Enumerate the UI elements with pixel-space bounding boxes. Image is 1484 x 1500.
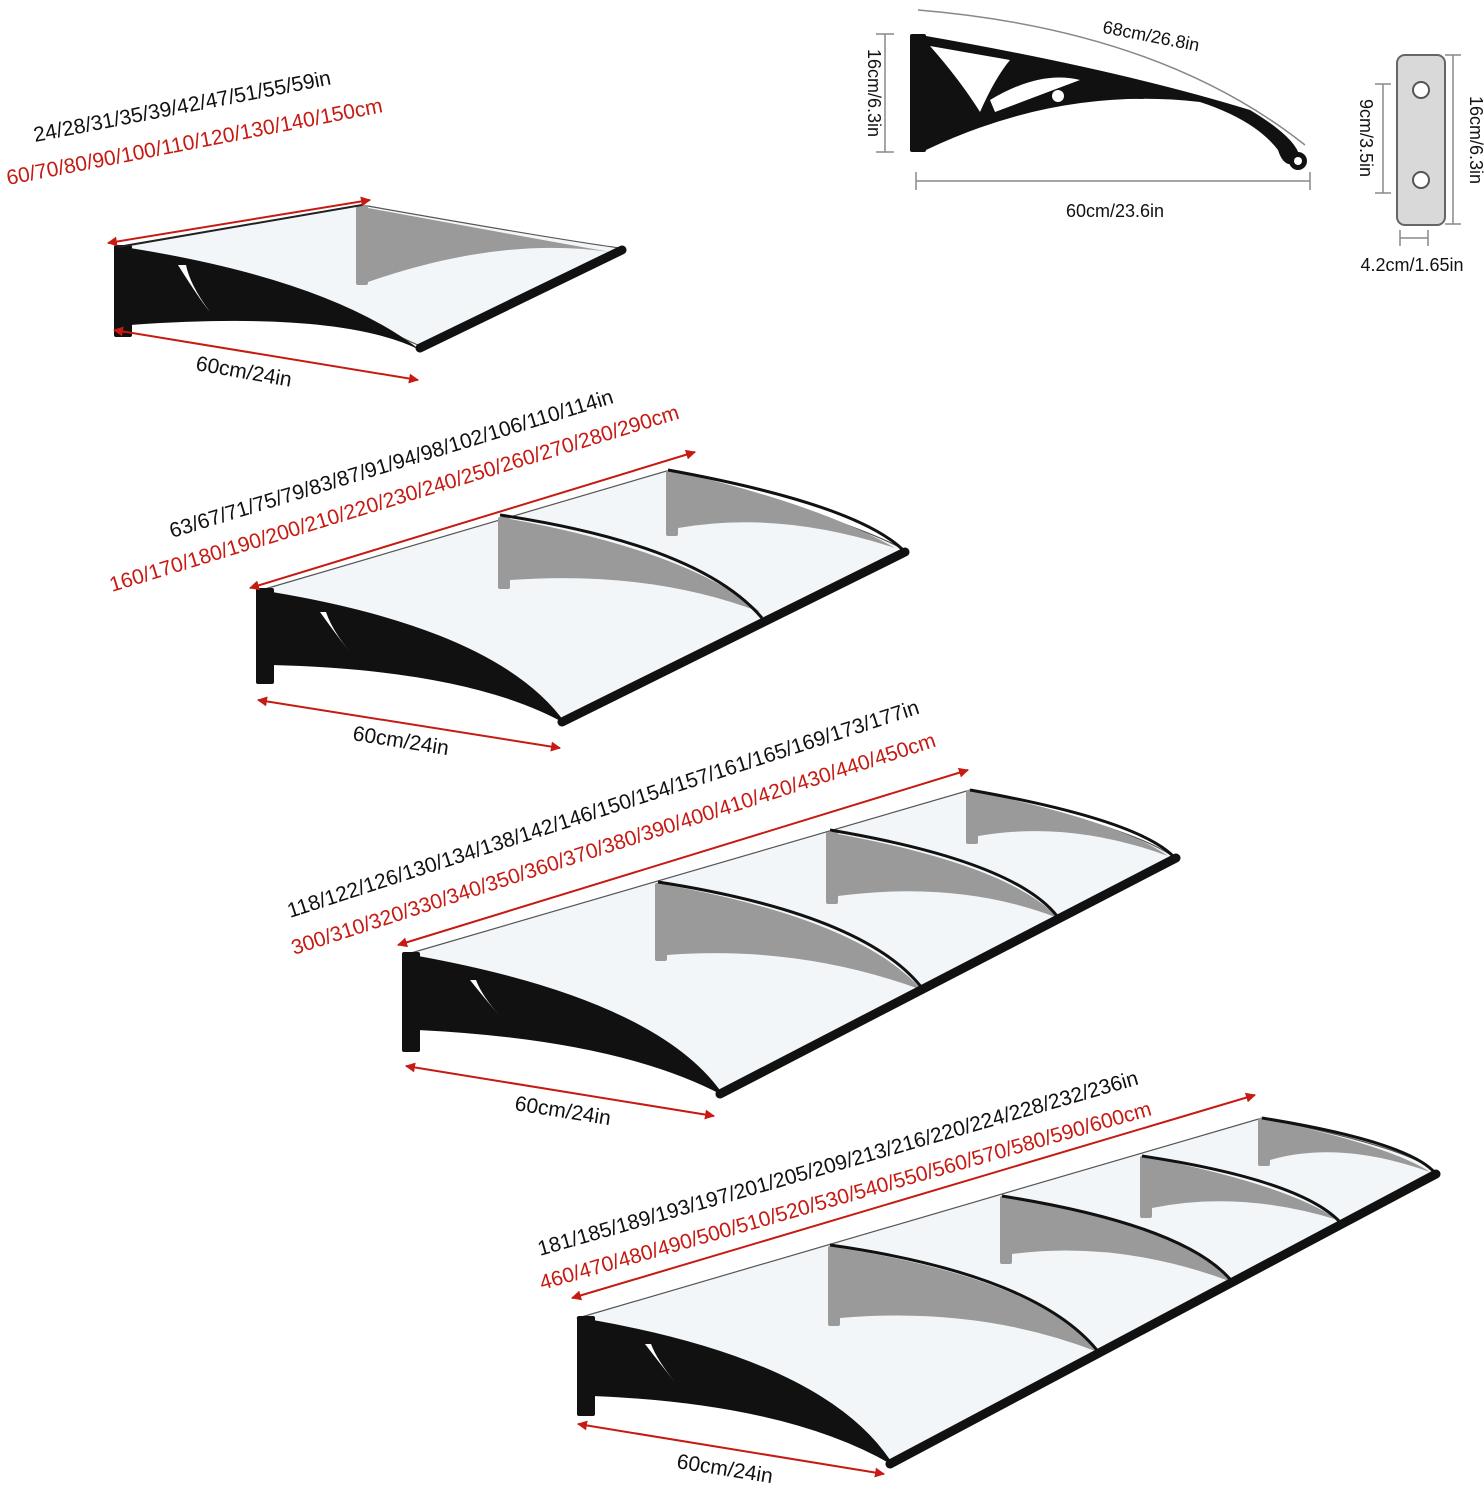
bracket-height-label: 16cm/6.3in [864, 49, 884, 137]
bracket-arc-length-label: 68cm/26.8in [1101, 17, 1201, 55]
depth-arrow [577, 1420, 885, 1478]
front-bracket [114, 245, 420, 350]
awning-2-brackets: 24/28/31/35/39/42/47/51/55/59in 60/70/80… [5, 67, 627, 392]
mounting-plate [1396, 54, 1446, 226]
plate-hole-icon [1412, 81, 1430, 99]
awning-4-brackets: 118/122/126/130/134/138/142/146/150/154/… [284, 696, 1181, 1130]
bracket-icon [910, 34, 1307, 170]
front-rail [885, 1169, 1441, 1469]
width-arrow [397, 767, 969, 948]
depth-label: 60cm/24in [675, 1450, 774, 1488]
depth-arrow [257, 696, 561, 752]
width-arrow [571, 1092, 1256, 1301]
bracket-detail: 68cm/26.8in 16cm/6.3in 60cm/23.6in [864, 9, 1311, 221]
depth-arrow [113, 326, 419, 384]
plate-height-label: 16cm/6.3in [1466, 96, 1484, 184]
plate-hole-icon [1412, 171, 1430, 189]
front-rail [715, 853, 1181, 1099]
awning-5-brackets: 181/185/189/193/197/201/205/209/213/216/… [535, 1067, 1441, 1488]
front-bracket [256, 588, 566, 724]
plate-hole-spacing-label: 9cm/3.5in [1356, 99, 1376, 177]
awning-3-brackets: 63/67/71/75/79/83/87/91/94/98/102/106/11… [107, 385, 910, 760]
bracket-arc-dimension-line [917, 9, 1306, 146]
depth-label: 60cm/24in [194, 352, 293, 391]
front-bracket [402, 952, 724, 1096]
front-rail [557, 547, 910, 727]
width-arrow [107, 196, 371, 247]
front-rail [415, 245, 627, 353]
bracket-depth-label: 60cm/23.6in [1066, 201, 1164, 221]
plate-width-label: 4.2cm/1.65in [1360, 255, 1463, 275]
plate-detail: 9cm/3.5in 16cm/6.3in 4.2cm/1.65in [1356, 54, 1484, 275]
width-arrow [249, 449, 696, 591]
